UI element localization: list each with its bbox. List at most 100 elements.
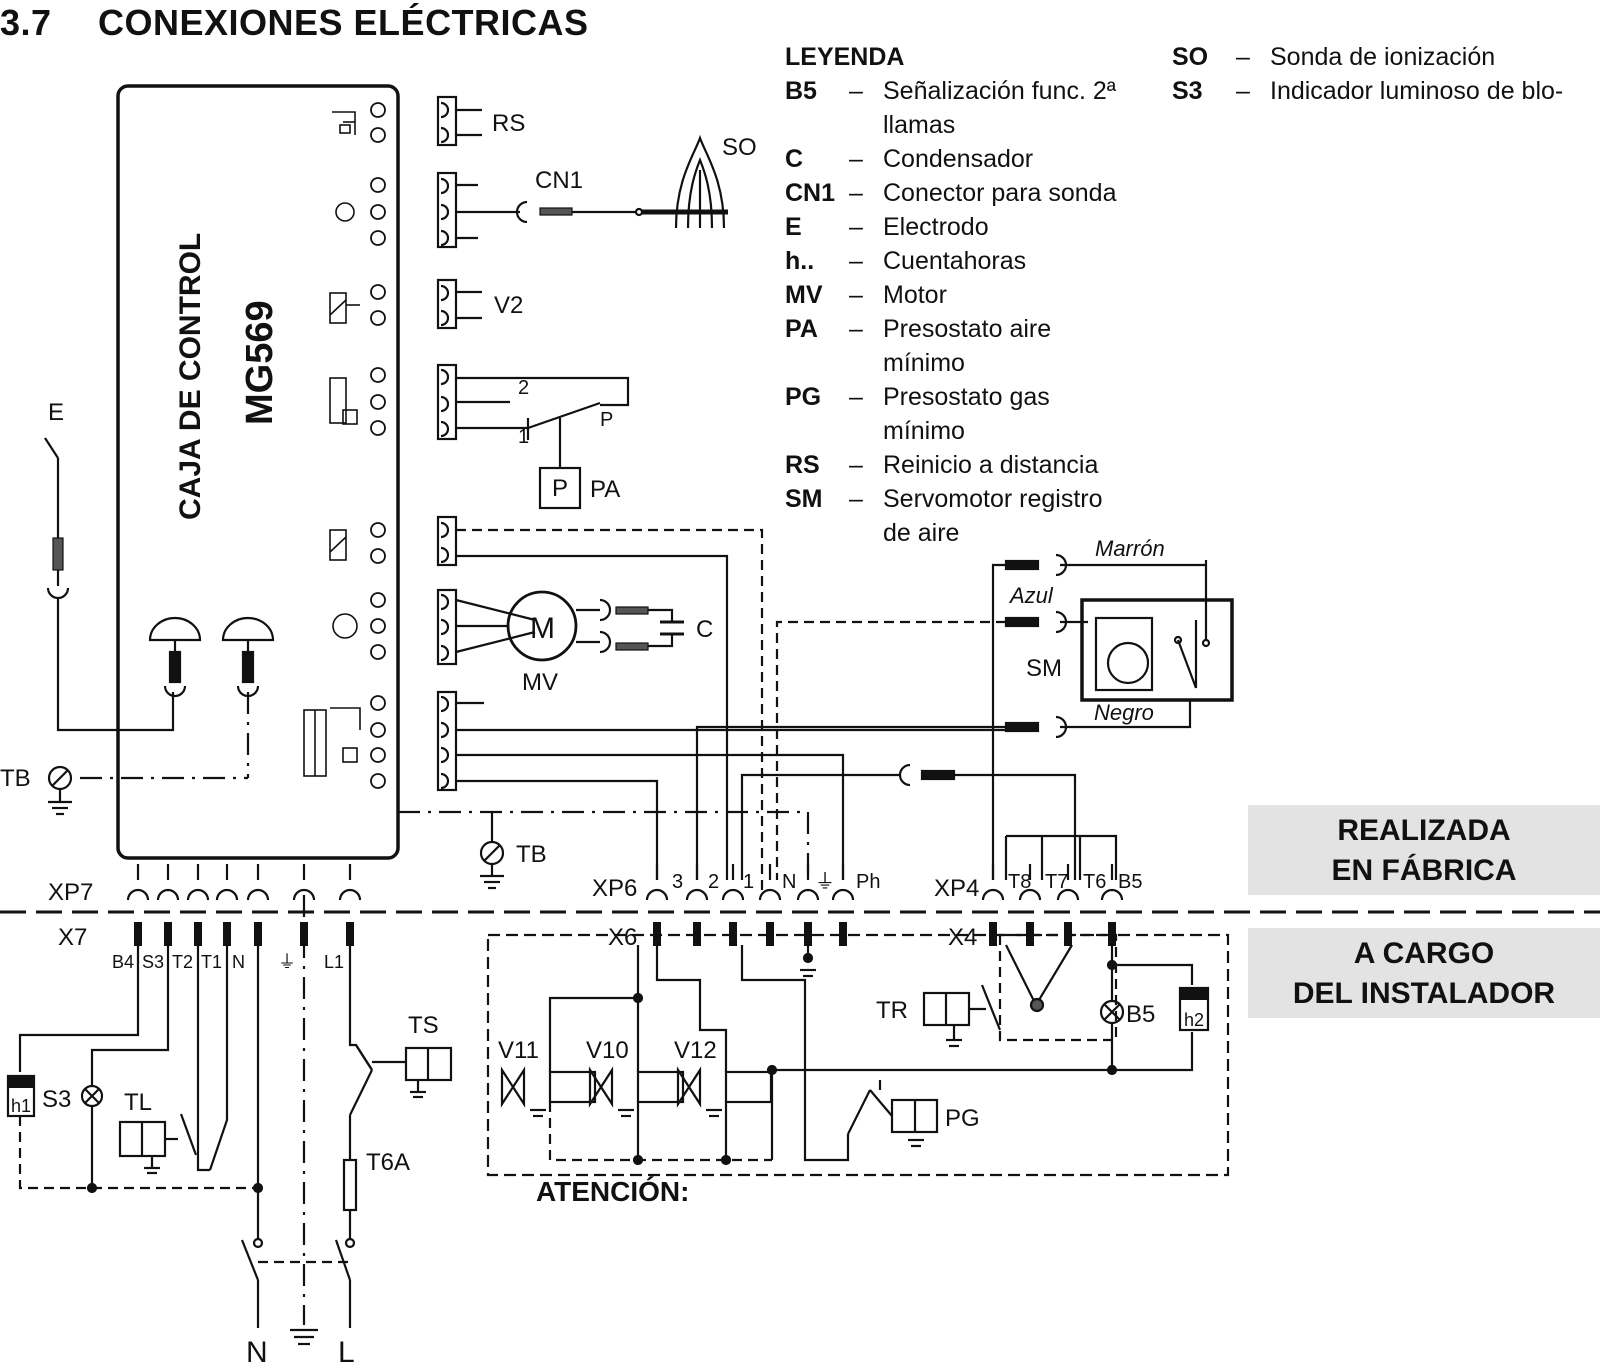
pin-label: N: [232, 952, 245, 972]
label-mv: MV: [522, 669, 558, 696]
xp4-pin-label: B5: [1118, 871, 1142, 893]
legend-description: mínimo: [883, 417, 965, 445]
section-number: 3.7: [0, 2, 52, 43]
label-marron: Marrón: [1095, 536, 1165, 561]
tr-b5-group: [922, 933, 1210, 1076]
pin-label: B4: [112, 952, 134, 972]
legend-description: Sonda de ionización: [1270, 43, 1496, 71]
label-tb-left: TB: [0, 765, 31, 792]
page-title: 3.7 CONEXIONES ELÉCTRICAS: [0, 2, 589, 44]
section-title: CONEXIONES ELÉCTRICAS: [98, 2, 589, 43]
label-n-main: N: [246, 1336, 268, 1366]
legend-code: h..: [785, 247, 815, 275]
label-s3: S3: [42, 1086, 71, 1113]
xp4-pin-label: T7: [1045, 871, 1068, 893]
connector-pin: [685, 864, 709, 946]
connector-pin: [831, 864, 855, 946]
label-ts: TS: [408, 1012, 439, 1039]
legend-dash: –: [1236, 43, 1250, 71]
label-xp4: XP4: [934, 875, 979, 902]
legend-description: Motor: [883, 281, 947, 309]
xp6-pin-label: 3: [672, 871, 683, 893]
legend-description: llamas: [883, 111, 956, 139]
plug-v2: [436, 278, 482, 330]
legend-code: E: [785, 213, 802, 241]
legend-description: Electrodo: [883, 213, 989, 241]
label-m: M: [530, 612, 555, 645]
xp6-pin-label: N: [782, 871, 796, 893]
legend-code: C: [785, 145, 804, 173]
plug-v1: [436, 515, 764, 895]
connector-pin: T2: [172, 864, 210, 972]
legend-code: S3: [1172, 77, 1203, 105]
plug-cn1: [436, 171, 520, 249]
label-azul: Azul: [1008, 583, 1054, 608]
label-e: E: [48, 399, 64, 426]
xp4-pin-label: T6: [1083, 871, 1106, 893]
label-so: SO: [722, 134, 757, 161]
label-pa-1: 1: [518, 426, 529, 448]
plug-pa: [436, 363, 630, 468]
legend-code: B5: [785, 77, 817, 105]
label-pa-p: P: [600, 409, 613, 431]
label-v2: V2: [494, 292, 523, 319]
legend-dash: –: [1236, 77, 1250, 105]
legend-description: Presostato gas: [883, 383, 1050, 411]
pin-label: T2: [172, 952, 193, 972]
flame-icon: [335, 202, 355, 222]
panel-factory-line1: REALIZADA: [1337, 814, 1511, 847]
label-negro: Negro: [1094, 700, 1154, 725]
label-v11: V11: [498, 1037, 539, 1064]
control-box-label: CAJA DE CONTROL: [174, 233, 207, 520]
label-pg: PG: [945, 1105, 980, 1132]
panel-installer: A CARGO DEL INSTALADOR: [1248, 928, 1600, 1018]
connector-pin: S3: [142, 864, 180, 972]
legend-dash: –: [849, 77, 863, 105]
sonde: [515, 134, 728, 229]
label-pa-2: 2: [518, 377, 529, 399]
label-v12: V12: [674, 1037, 717, 1064]
plug-rs: [436, 95, 482, 147]
ignition-caps: [148, 616, 275, 698]
label-v10: V10: [586, 1037, 629, 1064]
pin-label: ⏚: [278, 952, 296, 972]
connector-pin: ⏚: [278, 864, 316, 972]
label-b5: B5: [1126, 1001, 1155, 1028]
label-x7: X7: [58, 924, 87, 951]
legend-description: Señalización func. 2ª: [883, 77, 1117, 105]
label-c: C: [696, 616, 713, 643]
bottom-left-wiring: [6, 945, 453, 1346]
legend-dash: –: [849, 485, 863, 513]
label-pa: PA: [590, 476, 620, 503]
label-xp6: XP6: [592, 875, 637, 902]
legend-dash: –: [849, 281, 863, 309]
connector-pin: [981, 864, 1005, 946]
legend-code: MV: [785, 281, 823, 309]
connector-pin: [645, 864, 669, 946]
xp6-pin-label: Ph: [856, 871, 880, 893]
xp4-pin-label: T8: [1008, 871, 1031, 893]
box-terminals: [370, 102, 386, 789]
connector-pin: T1: [201, 864, 239, 972]
panel-factory: REALIZADA EN FÁBRICA: [1248, 805, 1600, 895]
legend-code: CN1: [785, 179, 836, 207]
legend-dash: –: [849, 179, 863, 207]
pa-box: [538, 466, 582, 510]
legend-code: SM: [785, 485, 823, 513]
panel-installer-line1: A CARGO: [1353, 937, 1495, 970]
cap-line: [740, 763, 1077, 880]
connector-pin: L1: [324, 864, 362, 972]
legend-description: Servomotor registro: [883, 485, 1103, 513]
label-h1: h1: [11, 1096, 31, 1116]
pin-label: S3: [142, 952, 164, 972]
label-rs: RS: [492, 110, 525, 137]
pin-label: L1: [324, 952, 344, 972]
connector-pin: [796, 864, 820, 946]
label-pa-box: P: [552, 475, 568, 502]
label-x4: X4: [948, 924, 977, 951]
